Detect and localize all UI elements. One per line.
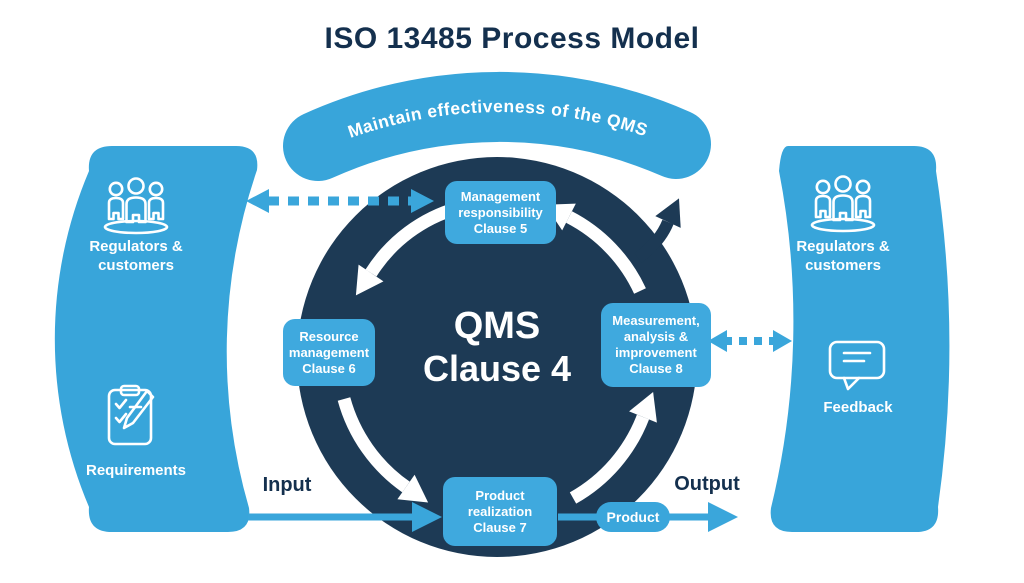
product-pill <box>596 502 670 532</box>
box-management-responsibility: Management responsibility Clause 5 <box>445 181 556 244</box>
requirements-label: Requirements <box>85 462 187 479</box>
output-arrow <box>558 502 738 532</box>
right-regulators-customers-label: Regulators & customers <box>796 238 890 274</box>
product-label: Product <box>606 509 660 525</box>
cycle-arrow-bottom-left <box>337 397 429 503</box>
box-resource-management: Resource management Clause 6 <box>283 319 375 386</box>
people-icon <box>103 177 169 235</box>
clause-4-text: Clause 4 <box>422 348 572 389</box>
input-label: Input <box>262 474 312 496</box>
left-panel <box>54 146 258 532</box>
left-regulators-customers-label: Regulators & customers <box>89 238 183 274</box>
feedback-label: Feedback <box>823 399 893 416</box>
people-icon <box>810 175 876 233</box>
box-measurement-analysis-improvement: Measurement, analysis & improvement Clau… <box>601 303 711 387</box>
right-panel <box>770 146 950 532</box>
page-title: ISO 13485 Process Model <box>324 22 700 55</box>
speech-bubble-icon <box>828 340 886 391</box>
output-label: Output <box>674 473 740 495</box>
qms-circle <box>297 157 697 557</box>
input-arrow <box>248 502 442 532</box>
dashed-arrow-right <box>708 330 792 352</box>
qms-text: QMS <box>453 305 541 347</box>
dashed-arrow-left <box>246 189 434 213</box>
maintain-effectiveness-band <box>283 71 711 181</box>
box-product-realization: Product realization Clause 7 <box>443 477 557 546</box>
cycle-arrow-bottom-right <box>569 391 657 504</box>
qms-center-label: QMS Clause 4 <box>347 304 647 390</box>
qms-effectiveness-arrow <box>634 198 681 263</box>
clipboard-icon <box>107 384 155 446</box>
